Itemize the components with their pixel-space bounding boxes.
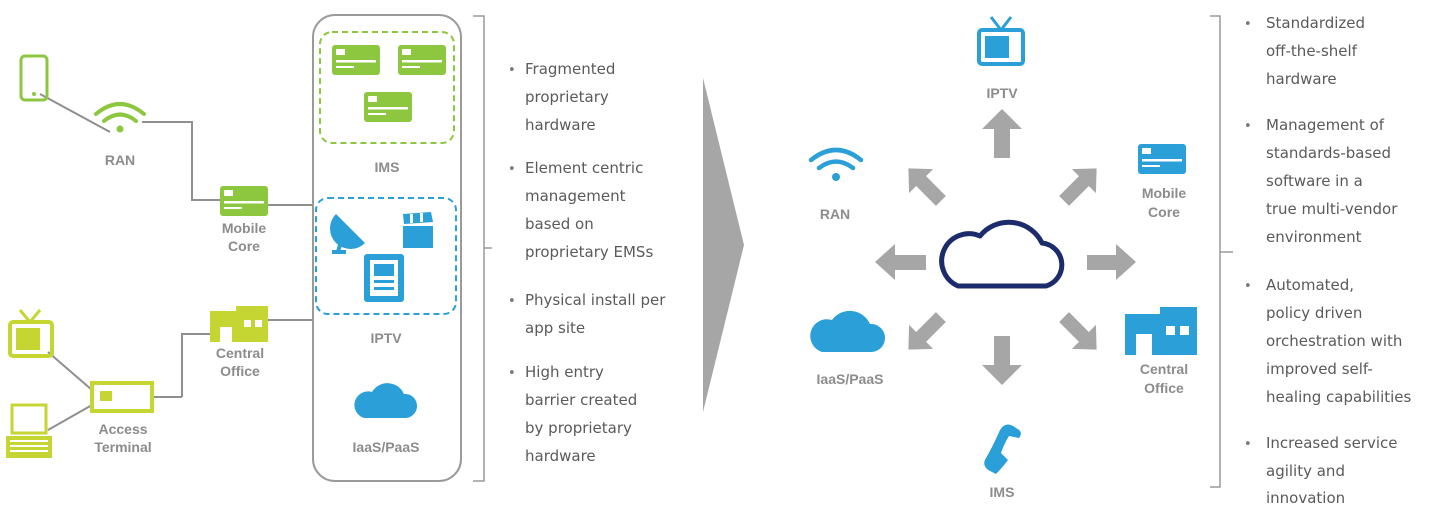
arrow-left-icon	[875, 244, 926, 280]
nfv-bullet-3-line-5: healing capabilities	[1266, 388, 1412, 406]
legacy-bracket	[473, 15, 492, 482]
legacy-mobile-core-label-2: Core	[228, 238, 260, 254]
legacy-bullet-2-line-4: proprietary EMSs	[525, 243, 653, 261]
cloud-icon	[810, 310, 886, 352]
nfv-bullet-3-line-4: improved self-	[1266, 360, 1373, 378]
svg-text:•: •	[508, 63, 516, 78]
wifi-icon	[808, 147, 864, 181]
iptv-silo-box	[315, 197, 457, 315]
legacy-bullet-2-line-2: management	[525, 187, 626, 205]
svg-text:•: •	[508, 366, 516, 381]
laptop-icon	[6, 403, 52, 458]
arrow-right-icon	[1087, 244, 1136, 280]
legacy-ims-label: IMS	[375, 159, 400, 175]
arrow-downright-icon	[1059, 312, 1097, 350]
phone-icon	[984, 424, 1021, 474]
legacy-bullet-4-line-4: hardware	[525, 447, 596, 465]
server-card-icon	[332, 45, 380, 75]
ims-silo-box	[319, 31, 455, 144]
nfv-bullet-2-line-5: environment	[1266, 228, 1362, 246]
nfv-bullet-3-line-2: policy driven	[1266, 304, 1362, 322]
arrow-down-icon	[982, 336, 1022, 385]
nfv-ran-label: RAN	[820, 206, 850, 222]
server-card-icon	[364, 92, 412, 122]
nfv-bullet-2-line-3: software in a	[1266, 172, 1363, 190]
nfv-bullet-4-line-1: Increased service	[1266, 434, 1398, 452]
nfv-bullet-1-line-3: hardware	[1266, 70, 1337, 88]
legacy-iaas-label: IaaS/PaaS	[353, 439, 420, 455]
arrow-upright-icon	[1059, 168, 1097, 206]
svg-text:•: •	[1244, 17, 1252, 32]
legacy-ran-label: RAN	[105, 152, 135, 168]
arrow-up-icon	[982, 109, 1022, 158]
clapperboard-icon	[403, 212, 433, 248]
arrow-downleft-icon	[908, 312, 946, 350]
legacy-silo-container	[312, 14, 462, 482]
legacy-bullet-4-line-3: by proprietary	[525, 419, 632, 437]
legacy-bullet-2-line-1: Element centric	[525, 159, 643, 177]
svg-text:•: •	[1244, 437, 1252, 452]
nfv-bullet-1-line-1: Standardized	[1266, 14, 1365, 32]
server-card-icon	[1138, 144, 1186, 174]
legacy-bullet-list: • Fragmented proprietary hardware • Elem…	[508, 60, 666, 465]
nfv-bullet-3-line-1: Automated,	[1266, 276, 1354, 294]
building-icon	[1125, 307, 1197, 355]
tv-icon	[977, 16, 1025, 66]
nfv-mobile-core-label-1: Mobile	[1142, 185, 1187, 201]
document-icon	[364, 254, 404, 302]
server-card-icon	[398, 45, 446, 75]
cloud-icon	[939, 219, 1065, 289]
legacy-bullet-1-line-2: proprietary	[525, 88, 609, 106]
nfv-bullet-4-line-3: innovation	[1266, 489, 1345, 507]
legacy-mobile-core-label-1: Mobile	[222, 220, 267, 236]
legacy-bullet-1-line-1: Fragmented	[525, 60, 615, 78]
legacy-access-terminal-label-2: Terminal	[94, 439, 151, 455]
svg-text:•: •	[1244, 279, 1252, 294]
legacy-access-terminal-label-1: Access	[98, 421, 147, 437]
svg-text:•: •	[1244, 119, 1252, 134]
nfv-bullet-3-line-3: orchestration with	[1266, 332, 1402, 350]
nfv-iptv-label: IPTV	[986, 85, 1018, 101]
nfv-central-office-label-2: Office	[1144, 380, 1184, 396]
cloud-icon	[354, 383, 418, 418]
terminal-box-icon	[90, 381, 154, 413]
server-card-icon	[220, 186, 268, 216]
smartphone-icon	[19, 54, 49, 102]
legacy-bullet-4-line-2: barrier created	[525, 391, 637, 409]
legacy-iptv-label: IPTV	[370, 330, 402, 346]
legacy-connectors	[39, 93, 313, 431]
nfv-bullet-2-line-4: true multi-vendor	[1266, 200, 1398, 218]
tv-icon	[8, 309, 54, 358]
nfv-bullet-4-line-2: agility and	[1266, 462, 1345, 480]
transition-arrow-icon	[703, 78, 744, 412]
arrow-upleft-icon	[908, 168, 946, 206]
legacy-bullet-2-line-3: based on	[525, 215, 594, 233]
nfv-bullet-2-line-2: standards-based	[1266, 144, 1391, 162]
satellite-dish-icon	[330, 214, 365, 254]
nfv-iaas-label: IaaS/PaaS	[817, 371, 884, 387]
wifi-icon	[94, 102, 146, 133]
legacy-bullet-3-line-2: app site	[525, 319, 585, 337]
nfv-bracket	[1210, 15, 1233, 488]
legacy-central-office-label-1: Central	[216, 345, 264, 361]
nfv-bullet-1-line-2: off-the-shelf	[1266, 42, 1358, 60]
nfv-mobile-core-label-2: Core	[1148, 204, 1180, 220]
legacy-bullet-3-line-1: Physical install per	[525, 291, 666, 309]
building-icon	[210, 306, 268, 342]
legacy-bullet-1-line-3: hardware	[525, 116, 596, 134]
nfv-bullet-2-line-1: Management of	[1266, 116, 1385, 134]
legacy-bullet-4-line-1: High entry	[525, 363, 604, 381]
nfv-ims-label: IMS	[990, 484, 1015, 500]
svg-text:•: •	[508, 294, 516, 309]
svg-text:•: •	[508, 162, 516, 177]
legacy-central-office-label-2: Office	[220, 363, 260, 379]
nfv-central-office-label-1: Central	[1140, 361, 1188, 377]
radial-arrows	[875, 109, 1136, 385]
nfv-bullet-list: • Standardized off-the-shelf hardware • …	[1244, 14, 1412, 507]
